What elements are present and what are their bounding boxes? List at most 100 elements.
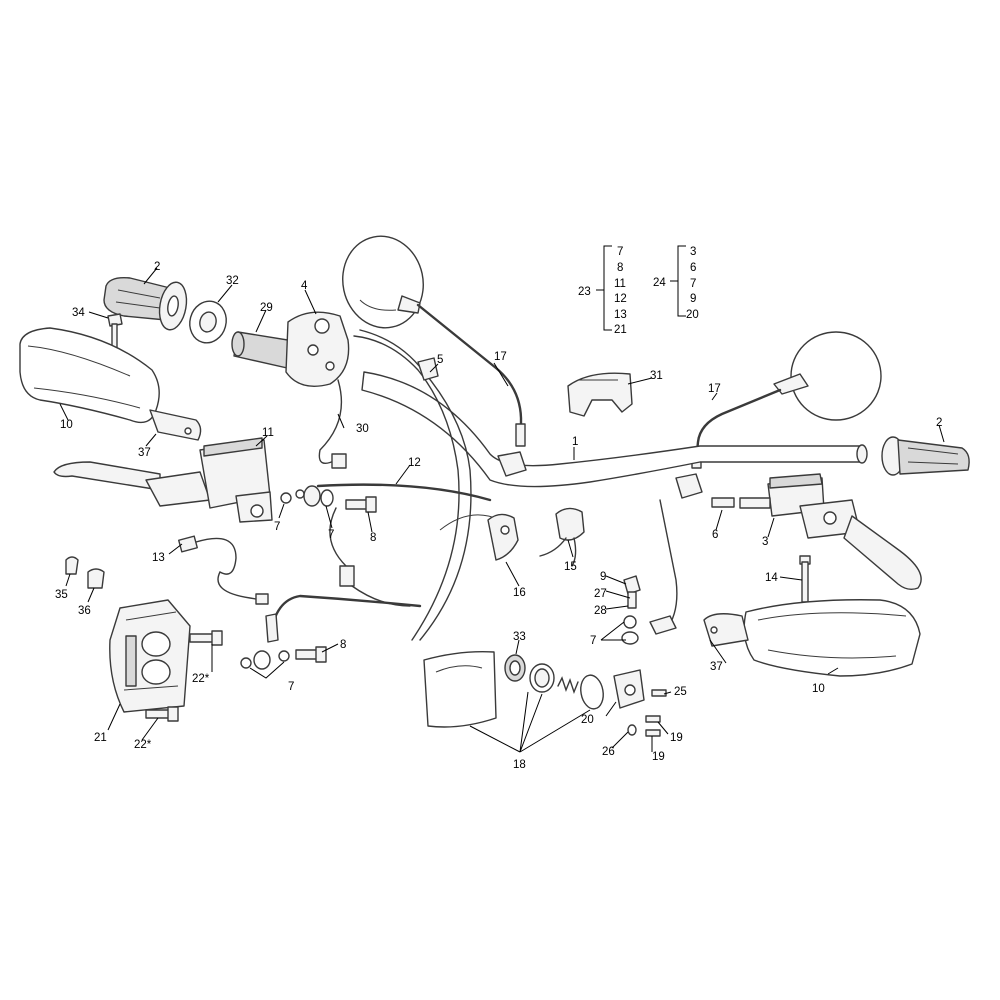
callout-16: 16 — [513, 587, 526, 599]
callout-37-right: 37 — [710, 661, 723, 673]
callout-5: 5 — [437, 354, 443, 366]
clip-35 — [65, 556, 79, 575]
kit-23-bracket — [596, 245, 612, 331]
washer-26 — [627, 724, 637, 736]
callout-28: 28 — [594, 605, 607, 617]
kit-23-item: 13 — [614, 309, 627, 321]
kit-24-item: 3 — [690, 246, 696, 258]
banjo-fitting-left — [303, 485, 334, 507]
caliper-bolt-upper — [189, 630, 223, 646]
screw-19a — [645, 715, 661, 723]
bar-end-bolt-14 — [799, 555, 811, 603]
switch-16 — [439, 513, 519, 561]
callout-37-left: 37 — [138, 447, 151, 459]
seal-rings — [529, 663, 555, 693]
right-handguard — [743, 599, 921, 677]
throttle-cables — [353, 329, 472, 641]
left-handguard — [19, 327, 160, 424]
handlebar — [361, 371, 868, 499]
switch-harness-30 — [318, 379, 411, 607]
callout-4: 4 — [301, 280, 308, 292]
callout-35: 35 — [55, 589, 68, 601]
callout-11: 11 — [262, 427, 274, 439]
right-master-cylinder-hose — [621, 615, 677, 645]
seal-kit-bag — [423, 651, 497, 728]
callout-1: 1 — [572, 436, 578, 448]
right-master-cylinder — [739, 473, 861, 539]
callout-22-lower: 22* — [134, 739, 152, 751]
callout-17-right: 17 — [708, 383, 721, 395]
callout-10-right: 10 — [812, 683, 825, 695]
callout-9: 9 — [600, 571, 606, 583]
callout-7-d: 7 — [590, 635, 596, 647]
o-ring — [580, 674, 604, 710]
callout-8-b: 8 — [340, 639, 346, 651]
kit-24-item: 7 — [690, 278, 696, 290]
banjo-washers-lower — [240, 650, 290, 669]
banjo-washers-left — [280, 489, 305, 504]
callout-20: 20 — [581, 714, 594, 726]
sensor-6 — [711, 497, 735, 508]
callout-6: 6 — [712, 529, 718, 541]
brake-caliper — [109, 599, 191, 713]
callout-17-left: 17 — [494, 351, 507, 363]
throttle-housing — [285, 311, 350, 387]
callout-34: 34 — [72, 307, 85, 319]
left-handguard-mount — [149, 409, 202, 441]
kit-23-item: 11 — [614, 278, 626, 290]
callout-21: 21 — [94, 732, 107, 744]
callout-33: 33 — [513, 631, 526, 643]
callout-30: 30 — [356, 423, 369, 435]
right-grip — [881, 436, 970, 476]
callout-8-a: 8 — [370, 532, 376, 544]
brake-hose-upper — [316, 483, 492, 502]
leader-lines — [59, 267, 945, 753]
callout-7-kit23: 7 — [617, 246, 623, 258]
callout-19-b: 19 — [652, 751, 665, 763]
right-harness-wire — [659, 499, 678, 631]
callout-27: 27 — [594, 588, 607, 600]
brake-hose-lower — [253, 594, 422, 670]
callout-7-c: 7 — [288, 681, 294, 693]
kit-24-label: 24 — [653, 277, 666, 289]
kit-23-item: 12 — [614, 293, 627, 305]
reservoir-body-20 — [613, 669, 645, 709]
kit-24-item: 6 — [690, 262, 696, 274]
callout-26: 26 — [602, 746, 615, 758]
left-bar-end-bolt — [107, 313, 123, 355]
callout-13: 13 — [152, 552, 165, 564]
spring — [557, 676, 579, 695]
left-grip — [103, 276, 188, 331]
kit-23-item: 8 — [617, 262, 623, 274]
callout-36: 36 — [78, 605, 91, 617]
kit-24-item: 20 — [686, 309, 699, 321]
callout-7-a: 7 — [274, 521, 280, 533]
callout-7-b: 7 — [328, 529, 334, 541]
callout-10-left: 10 — [60, 419, 73, 431]
washer-32 — [189, 300, 227, 344]
callout-32: 32 — [226, 275, 239, 287]
right-handguard-mount — [703, 613, 749, 647]
right-brake-lever — [843, 515, 922, 591]
callout-22-upper: 22* — [192, 673, 210, 685]
kit-23-label: 23 — [578, 286, 591, 298]
piston-33 — [504, 654, 526, 682]
callout-14: 14 — [765, 572, 778, 584]
callout-31: 31 — [650, 370, 663, 382]
callout-12: 12 — [408, 457, 421, 469]
left-mirror-stem — [416, 303, 526, 447]
brake-light-switch — [178, 535, 269, 605]
callout-18: 18 — [513, 759, 526, 771]
callout-2-right: 2 — [936, 417, 942, 429]
callout-19-a: 19 — [670, 732, 683, 744]
callout-2-left: 2 — [154, 261, 160, 273]
left-mirror — [342, 235, 424, 329]
callout-25: 25 — [674, 686, 687, 698]
banjo-bolt-left — [345, 496, 377, 513]
left-brake-lever — [53, 461, 211, 507]
banjo-bolt-lower — [295, 646, 327, 663]
clip-36 — [87, 568, 105, 589]
left-master-cylinder — [199, 437, 273, 523]
switch-15 — [539, 507, 585, 567]
